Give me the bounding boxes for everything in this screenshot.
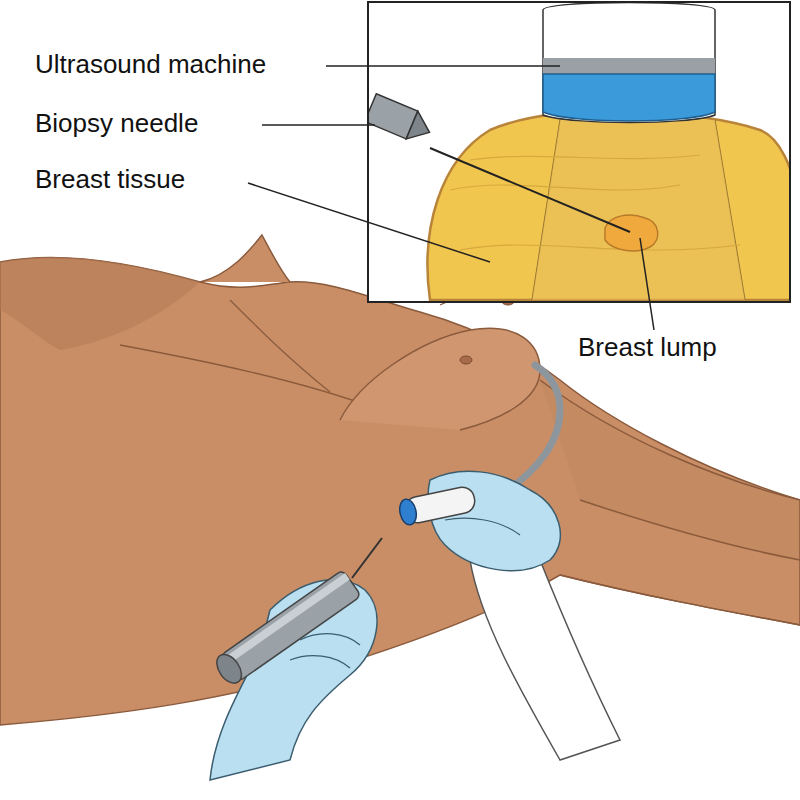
ultrasound-inset (365, 2, 800, 302)
part-label: Ultrasound machine (35, 50, 266, 80)
part-label: Breast lump (578, 333, 717, 363)
probe-hand (397, 471, 620, 760)
probe-cable (500, 365, 560, 495)
patient-body (0, 235, 800, 725)
part-label: Biopsy needle (35, 109, 198, 139)
part-label: Breast tissue (35, 165, 185, 195)
needle-hand (210, 538, 382, 780)
leader-lines (248, 66, 654, 330)
